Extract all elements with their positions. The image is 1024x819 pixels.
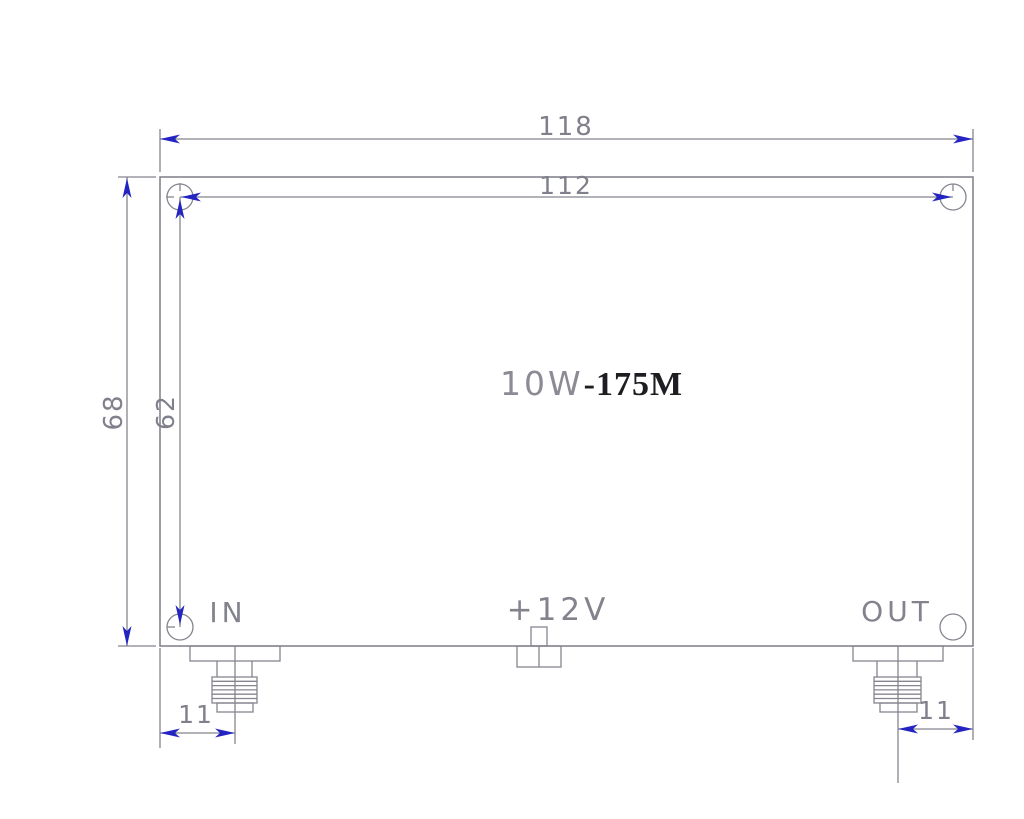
arrowhead-right xyxy=(953,134,973,144)
arrowhead-bottom xyxy=(122,626,132,646)
arrowhead-left xyxy=(160,728,180,738)
arrowhead-bottom xyxy=(175,605,185,625)
model-title: 10W-175M xyxy=(500,364,683,403)
power-feedthrough xyxy=(516,626,562,668)
dim-hole-spacing-height-label: 62 xyxy=(151,394,180,430)
dim-overall-width: 118 xyxy=(159,112,974,172)
dim-in-offset-label: 11 xyxy=(178,700,214,729)
dim-overall-width-label: 118 xyxy=(538,112,594,142)
enclosure-body-rect xyxy=(159,176,974,647)
arrowhead-left xyxy=(898,724,918,734)
arrowhead-left xyxy=(181,192,201,202)
arrowhead-right xyxy=(953,724,973,734)
power-label: +12V xyxy=(507,592,610,628)
mount-hole-bottom-right xyxy=(939,613,967,641)
sma-connector-out xyxy=(852,645,944,783)
dim-hole-spacing-width: 112 xyxy=(180,171,953,202)
dim-out-offset-label: 11 xyxy=(918,696,954,725)
dim-in-offset: 11 xyxy=(159,648,235,748)
model-title-light: 10W xyxy=(500,364,584,403)
dim-overall-height-label: 68 xyxy=(99,393,129,430)
arrowhead-top xyxy=(175,199,185,219)
dim-hole-spacing-width-label: 112 xyxy=(539,171,593,200)
arrowhead-top xyxy=(122,178,132,198)
dim-out-offset: 11 xyxy=(898,648,974,740)
sma-connector-in xyxy=(189,645,281,744)
port-label-in: IN xyxy=(209,596,246,629)
dim-overall-height: 68 xyxy=(99,176,156,647)
enclosure-outline xyxy=(159,176,974,647)
arrowhead-right xyxy=(215,728,235,738)
port-label-out: OUT xyxy=(861,595,933,628)
model-title-dark: -175M xyxy=(584,366,683,403)
arrowhead-right xyxy=(932,192,952,202)
feedthrough-pin xyxy=(530,626,548,647)
dim-hole-spacing-height: 62 xyxy=(151,197,185,627)
arrowhead-left xyxy=(160,134,180,144)
